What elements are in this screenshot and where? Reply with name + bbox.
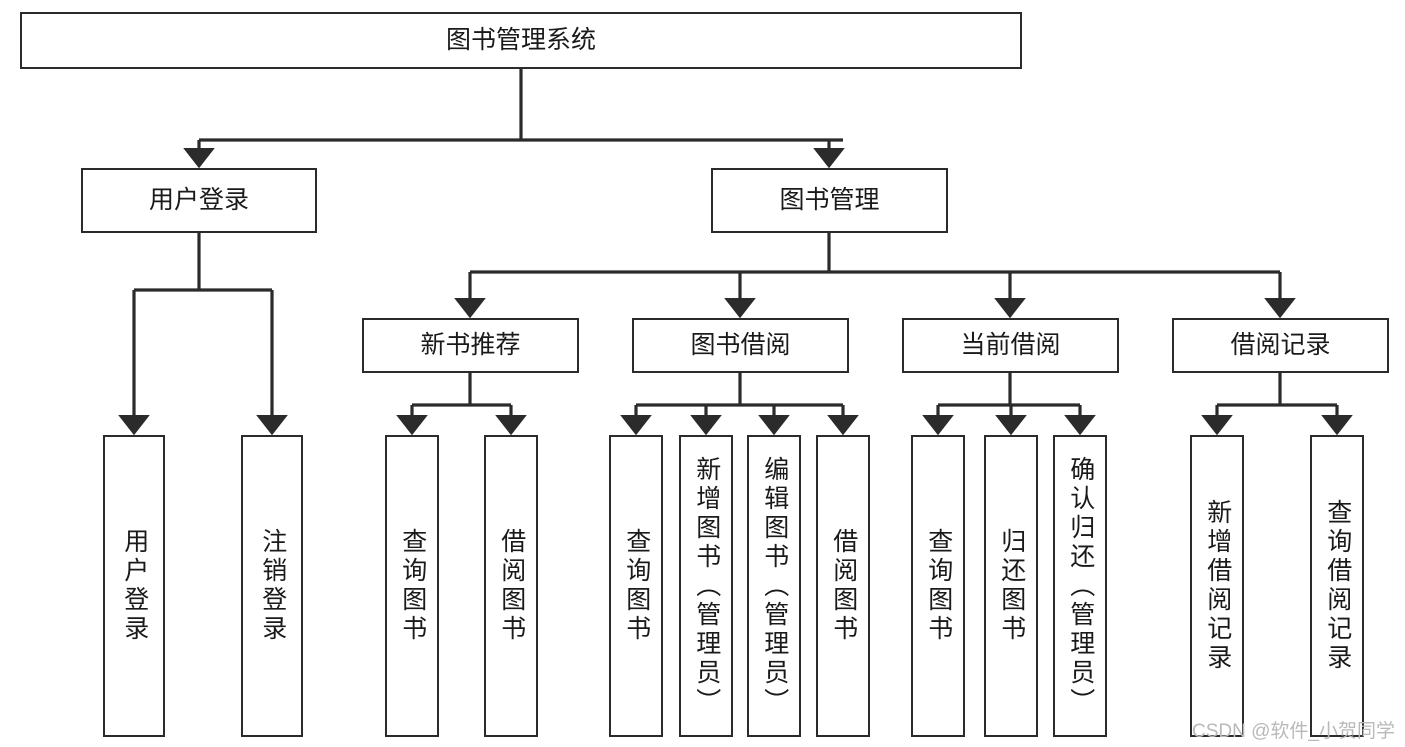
node-borrow-book-2[interactable]: 借阅图书 [816, 435, 870, 737]
node-confirm-return-admin[interactable]: 确认归还（管理员） [1053, 435, 1107, 737]
node-edit-book-admin-label: 编辑图书（管理员） [760, 455, 789, 717]
node-borrow-book-1-label: 借阅图书 [497, 528, 526, 644]
node-borrow-record-label: 借阅记录 [1230, 330, 1331, 359]
node-user-login[interactable]: 用户登录 [81, 168, 317, 233]
node-query-book-1[interactable]: 查询图书 [385, 435, 439, 737]
csdn-watermark: CSDN @软件_小贺同学 [1192, 721, 1395, 742]
node-user-login-leaf-label: 用户登录 [120, 528, 149, 644]
node-add-book-admin-label: 新增图书（管理员） [692, 455, 721, 717]
node-borrow-record[interactable]: 借阅记录 [1172, 318, 1389, 373]
node-query-book-2[interactable]: 查询图书 [609, 435, 663, 737]
node-return-book-label: 归还图书 [997, 528, 1026, 644]
node-book-manage-label: 图书管理 [779, 185, 880, 214]
node-add-book-admin[interactable]: 新增图书（管理员） [679, 435, 733, 737]
node-query-book-3-label: 查询图书 [924, 528, 953, 644]
node-book-borrow[interactable]: 图书借阅 [632, 318, 849, 373]
node-current-borrow-label: 当前借阅 [960, 330, 1061, 359]
node-book-borrow-label: 图书借阅 [690, 330, 791, 359]
node-book-manage[interactable]: 图书管理 [711, 168, 948, 233]
node-confirm-return-admin-label: 确认归还（管理员） [1066, 455, 1095, 717]
node-query-book-2-label: 查询图书 [622, 528, 651, 644]
node-add-borrow-record[interactable]: 新增借阅记录 [1190, 435, 1244, 737]
node-user-logout-leaf[interactable]: 注销登录 [241, 435, 303, 737]
node-query-book-3[interactable]: 查询图书 [911, 435, 965, 737]
node-user-login-leaf[interactable]: 用户登录 [103, 435, 165, 737]
node-borrow-book-1[interactable]: 借阅图书 [484, 435, 538, 737]
node-new-book-recommend[interactable]: 新书推荐 [362, 318, 579, 373]
node-current-borrow[interactable]: 当前借阅 [902, 318, 1119, 373]
node-new-book-recommend-label: 新书推荐 [420, 330, 521, 359]
node-add-borrow-record-label: 新增借阅记录 [1203, 499, 1232, 673]
node-return-book[interactable]: 归还图书 [984, 435, 1038, 737]
node-root[interactable]: 图书管理系统 [20, 12, 1022, 69]
node-query-borrow-record-label: 查询借阅记录 [1323, 499, 1352, 673]
node-query-borrow-record[interactable]: 查询借阅记录 [1310, 435, 1364, 737]
node-edit-book-admin[interactable]: 编辑图书（管理员） [747, 435, 801, 737]
node-borrow-book-2-label: 借阅图书 [829, 528, 858, 644]
node-user-logout-leaf-label: 注销登录 [258, 528, 287, 644]
node-user-login-label: 用户登录 [148, 185, 249, 214]
node-query-book-1-label: 查询图书 [398, 528, 427, 644]
node-root-label: 图书管理系统 [445, 25, 596, 54]
